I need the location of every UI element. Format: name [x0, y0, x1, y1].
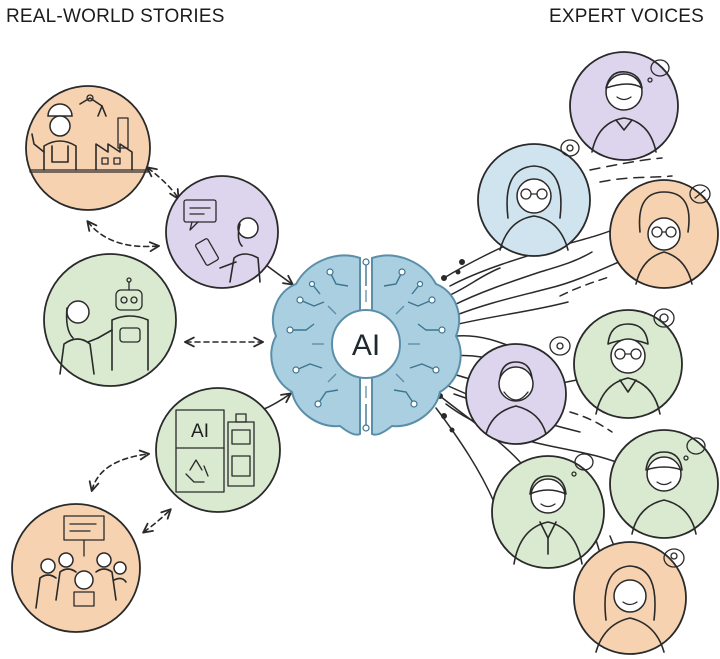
expert-older-woman — [609, 179, 719, 289]
connector-worker-tablet — [146, 166, 180, 200]
expert-voices-heading: EXPERT VOICES — [548, 6, 704, 27]
ai-label: AI — [352, 329, 380, 362]
group-icon — [35, 515, 127, 609]
story-woman-robot — [43, 253, 177, 387]
woman-icon — [59, 300, 99, 375]
real-world-stories-heading: REAL-WORLD STORIES — [6, 6, 225, 27]
expert-man-suit — [491, 453, 605, 569]
expert-woman-glasses — [477, 139, 591, 257]
expert-woman-bottom — [573, 541, 687, 655]
idea-bubble-icon — [560, 139, 580, 157]
connector-worker-tablet-lower — [86, 220, 161, 253]
factory-worker-icon — [29, 94, 149, 173]
tablet-user-icon — [183, 199, 261, 283]
arrow-recycle-to-ai — [261, 392, 292, 411]
recycling-icon: AI — [175, 409, 255, 493]
story-recycling-machine: AI — [155, 387, 281, 513]
connector-group-recycle — [88, 449, 151, 492]
story-tablet-user — [165, 175, 279, 289]
machine-ai-label: AI — [191, 421, 209, 442]
speech-bubble-icon — [647, 59, 670, 83]
user-bubble-icon — [663, 548, 685, 568]
connector-group-recycle-lower — [142, 508, 172, 534]
story-community-group — [11, 503, 141, 633]
expert-man-top — [569, 51, 679, 161]
gear-bubble-icon — [653, 308, 675, 328]
expert-man-glasses — [573, 308, 683, 419]
robot-icon — [97, 277, 149, 371]
circuit-brain-icon: AI — [270, 254, 462, 436]
speech-bubble-icon — [683, 437, 706, 461]
speech-bubble-icon — [571, 453, 594, 477]
story-factory-worker — [25, 85, 151, 211]
expert-bearded-man — [465, 336, 571, 445]
thought-bubble-icon — [689, 184, 711, 204]
expert-young-man — [609, 429, 719, 539]
idea-bubble-icon — [549, 336, 571, 356]
